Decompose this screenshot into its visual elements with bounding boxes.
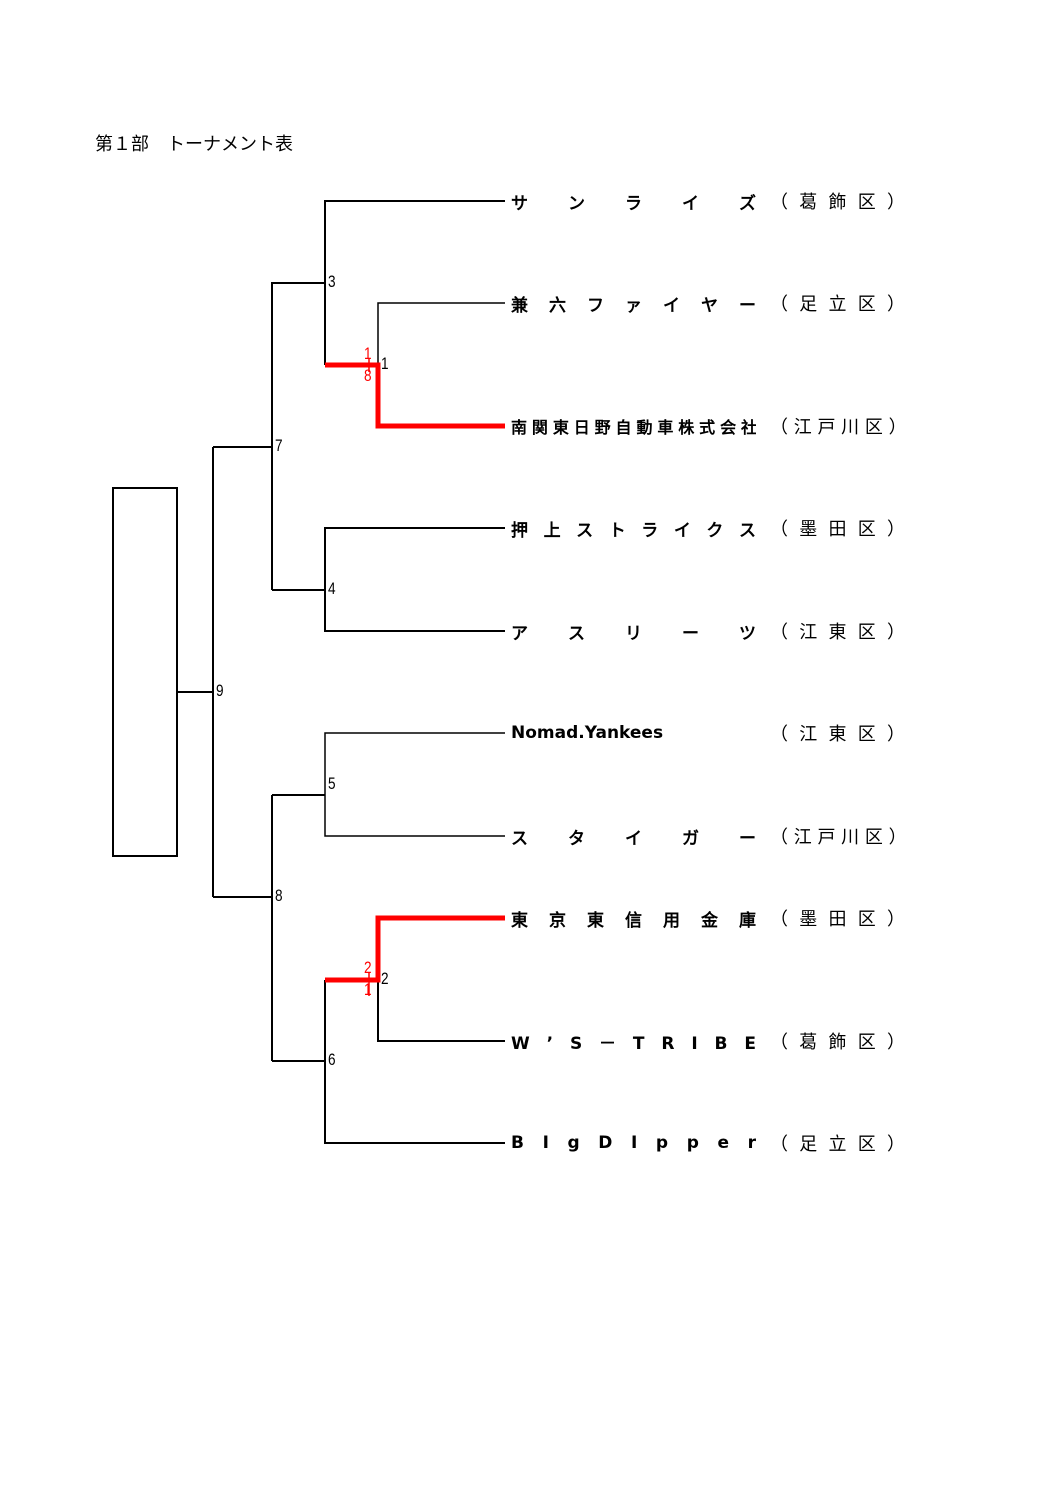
- team-district: （ 足 立 区 ）: [770, 294, 905, 315]
- team-district: （ 葛 飾 区 ）: [770, 192, 905, 213]
- team-row: ア ス リ ー ツ （ 江 東 区 ）: [511, 620, 905, 644]
- match-number-6: 6: [328, 1050, 336, 1069]
- line-match-4-teams: [324, 527, 505, 632]
- team-row: ス タ イ ガ ー （ 江 戸 川 区 ）: [511, 825, 907, 849]
- team-name: 南関東日野自動車株式会社: [511, 418, 756, 437]
- match-number-9: 9: [216, 681, 224, 700]
- team-district: （ 江 東 区 ）: [770, 622, 905, 643]
- team-district: （ 江 戸 川 区 ）: [770, 417, 907, 438]
- team-name: ア ス リ ー ツ: [511, 623, 756, 644]
- team-name: ス タ イ ガ ー: [511, 828, 756, 849]
- team-name: W ’ S － T R I B E: [511, 1033, 756, 1054]
- team-name: 兼 六 フ ァ イ ヤ ー: [511, 295, 756, 316]
- match-number-2: 2: [381, 969, 389, 988]
- match-number-3: 3: [328, 272, 336, 291]
- team-row: サ ン ラ イ ズ （ 葛 飾 区 ）: [511, 190, 905, 214]
- line-match-7-v: [271, 282, 325, 590]
- score-m1-bottom: 8: [364, 366, 372, 385]
- score-m2-bottom: 1: [364, 980, 372, 999]
- line-team-10: [324, 980, 505, 1144]
- team-row: 南関東日野自動車株式会社 （ 江 戸 川 区 ）: [511, 415, 907, 438]
- team-district: （ 足 立 区 ）: [770, 1134, 905, 1155]
- team-name: 押 上 ス ト ラ イ ク ス: [511, 520, 756, 541]
- team-row: 東 京 東 信 用 金 庫 （ 墨 田 区 ）: [511, 907, 905, 931]
- team-name: 東 京 東 信 用 金 庫: [511, 910, 756, 931]
- team-name: Nomad.Yankees: [511, 723, 664, 743]
- line-team-9: [377, 980, 505, 1042]
- team-district: （ 江 東 区 ）: [770, 724, 905, 745]
- team-row: 押 上 ス ト ラ イ ク ス （ 墨 田 区 ）: [511, 517, 905, 541]
- team-row: W ’ S － T R I B E （ 葛 飾 区 ）: [511, 1030, 905, 1054]
- score-m2-top: 2: [364, 958, 372, 977]
- winner-line-match-2: [325, 915, 505, 983]
- team-row: B I g D I p p e r （ 足 立 区 ）: [511, 1132, 905, 1155]
- line-team-1: [324, 200, 505, 365]
- line-match-5-teams: [324, 732, 505, 837]
- line-team-2: [377, 302, 505, 365]
- team-district: （ 墨 田 区 ）: [770, 909, 905, 930]
- page-title: 第１部 トーナメント表: [95, 134, 293, 155]
- match-number-8: 8: [275, 886, 283, 905]
- team-district: （ 江 戸 川 区 ）: [770, 827, 907, 848]
- team-district: （ 墨 田 区 ）: [770, 519, 905, 540]
- team-row: Nomad.Yankees （ 江 東 区 ）: [511, 722, 905, 745]
- team-row: 兼 六 フ ァ イ ヤ ー （ 足 立 区 ）: [511, 292, 905, 316]
- champion-box: [112, 487, 178, 857]
- score-m1-top: 1: [364, 344, 372, 363]
- team-name: サ ン ラ イ ズ: [511, 193, 756, 214]
- match-number-7: 7: [275, 436, 283, 455]
- match-number-1: 1: [381, 354, 389, 373]
- team-district: （ 葛 飾 区 ）: [770, 1032, 905, 1053]
- team-name: B I g D I p p e r: [511, 1133, 756, 1153]
- winner-line-match-1: [325, 362, 505, 429]
- match-number-4: 4: [328, 579, 336, 598]
- match-number-5: 5: [328, 774, 336, 793]
